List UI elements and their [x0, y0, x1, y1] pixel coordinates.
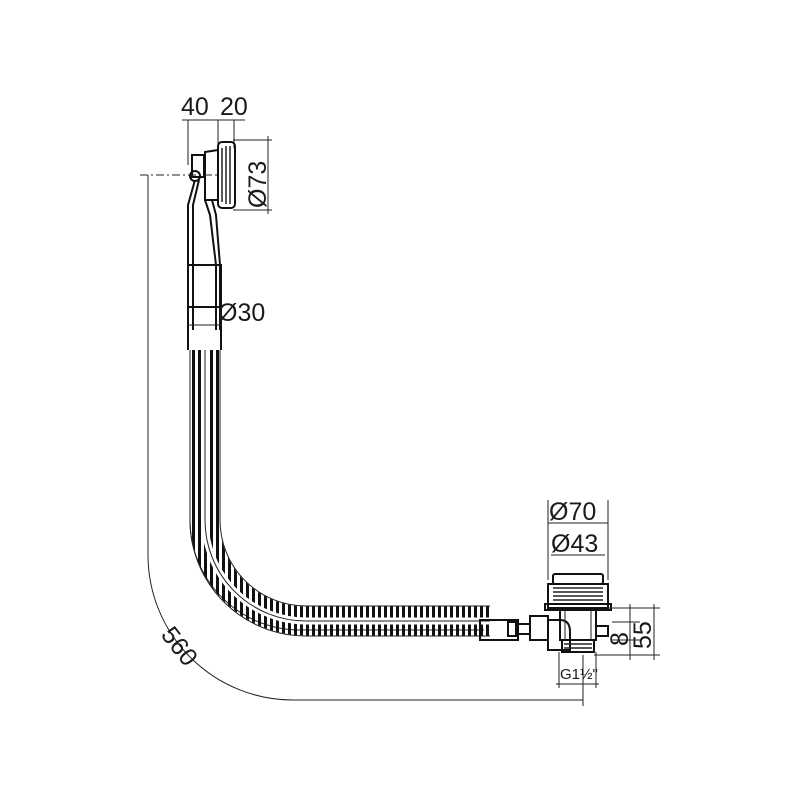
waste-outer-diameter-label: Ø70	[549, 498, 596, 526]
corrugated-hose	[189, 350, 490, 637]
thread-label: G1½"	[560, 666, 598, 683]
waste-connector	[479, 615, 571, 651]
overflow-cover	[217, 141, 236, 209]
overflow-unit: 40 20 Ø73	[140, 93, 272, 350]
waste-plug	[552, 573, 604, 585]
dim-40-label: 40	[181, 93, 209, 121]
length-label: 560	[155, 621, 203, 671]
tube-diameter-dimension: Ø30	[188, 299, 265, 327]
depth-total-label: 55	[629, 621, 657, 649]
depth-small-label: 8	[606, 632, 634, 646]
waste-inner-diameter-label: Ø43	[551, 530, 598, 558]
dim-20-label: 20	[220, 93, 248, 121]
waste-fitting: Ø70 Ø43 G1½" 8 55	[544, 498, 660, 688]
overflow-diameter-label: Ø73	[244, 161, 272, 208]
overflow-tube	[187, 264, 222, 308]
tube-diameter-label: Ø30	[218, 299, 265, 327]
